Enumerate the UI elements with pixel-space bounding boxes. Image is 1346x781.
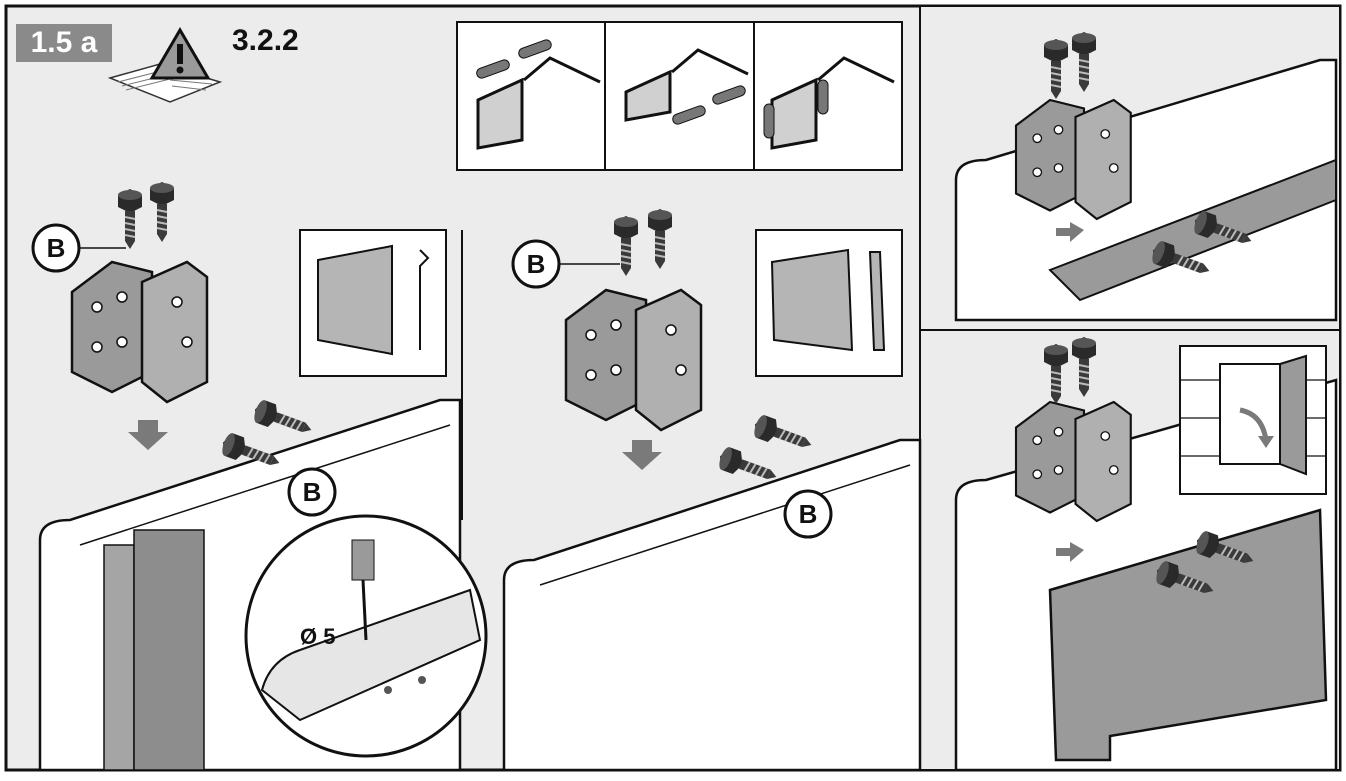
profile-inset-middle (755, 229, 903, 377)
callout-b-1: B (31, 223, 126, 273)
drill-diameter-label: Ø 5 (300, 624, 335, 649)
profile-option-1 (476, 39, 601, 150)
callout-b-2: B (287, 467, 337, 517)
profile-option-3 (763, 56, 895, 150)
manual-section-reference: 3.2.2 (232, 24, 299, 57)
callout-b-4: B (783, 489, 833, 539)
svg-text:B: B (47, 233, 66, 263)
warning-manual-icon (107, 27, 223, 103)
door-opening-inset (1179, 345, 1327, 495)
profile-options-strip (456, 21, 903, 171)
drill-detail: Ø 5 (244, 514, 488, 758)
step-number-badge: 1.5 a (16, 24, 112, 62)
callout-b-3: B (511, 239, 620, 289)
profile-inset-left (299, 229, 447, 377)
svg-text:B: B (527, 249, 546, 279)
svg-text:B: B (303, 477, 322, 507)
profile-option-2 (624, 48, 749, 125)
top-right-assembly (954, 31, 1338, 322)
svg-text:B: B (799, 499, 818, 529)
